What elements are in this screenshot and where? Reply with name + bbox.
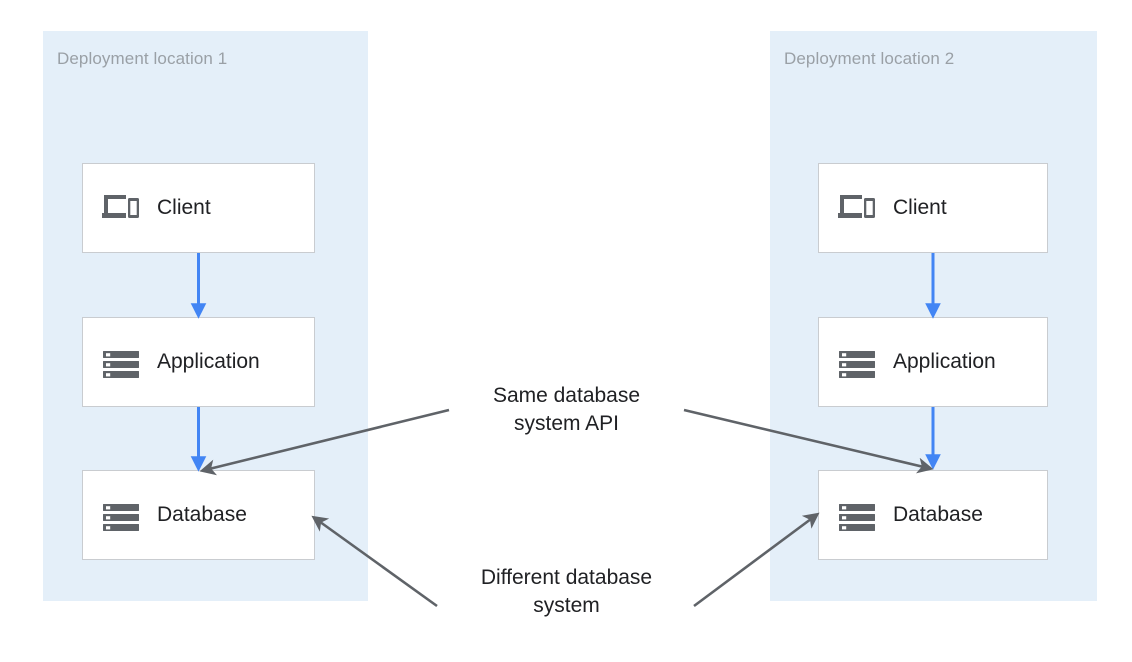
- node-application-1[interactable]: Application: [82, 317, 315, 407]
- node-database-2[interactable]: Database: [818, 470, 1048, 560]
- node-client-2[interactable]: Client: [818, 163, 1048, 253]
- storage-icon: [837, 495, 877, 535]
- annotation-1-line-1: Same database: [492, 384, 641, 407]
- node-label-client-1: Client: [157, 196, 211, 219]
- node-application-2[interactable]: Application: [818, 317, 1048, 407]
- storage-icon: [101, 342, 141, 382]
- storage-icon: [837, 342, 877, 382]
- annotation-1-line-2: system API: [513, 412, 620, 435]
- panel-title-2: Deployment location 2: [784, 49, 955, 68]
- panel-title-1: Deployment location 1: [57, 49, 228, 68]
- annotation-same-database-system-api: Same database system API: [441, 382, 692, 438]
- node-label-database-2: Database: [893, 503, 983, 526]
- devices-icon: [101, 188, 141, 228]
- devices-icon: [837, 188, 877, 228]
- annotation-different-database-system: Different database system: [441, 564, 692, 620]
- storage-icon: [101, 495, 141, 535]
- node-label-client-2: Client: [893, 196, 947, 219]
- annotation-2-line-2: system: [533, 594, 600, 617]
- node-label-application-2: Application: [893, 350, 996, 373]
- node-label-application-1: Application: [157, 350, 260, 373]
- node-database-1[interactable]: Database: [82, 470, 315, 560]
- node-label-database-1: Database: [157, 503, 247, 526]
- annotation-2-line-1: Different database: [480, 566, 653, 589]
- node-client-1[interactable]: Client: [82, 163, 315, 253]
